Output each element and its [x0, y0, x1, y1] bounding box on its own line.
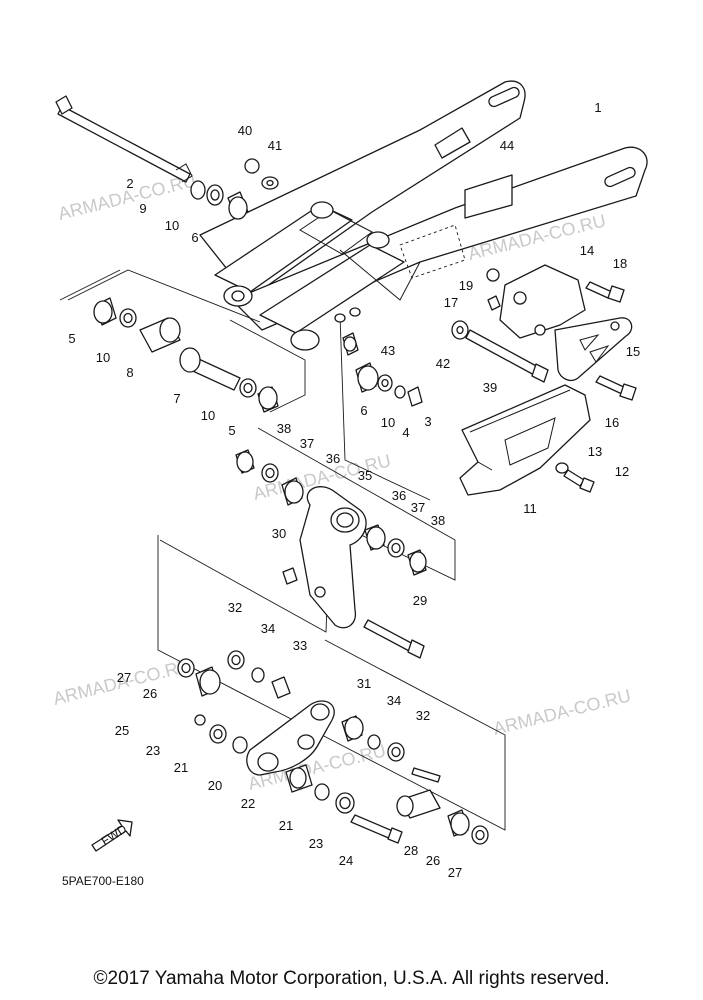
part-number-callout: 6 [360, 403, 367, 418]
part-number-callout: 28 [404, 843, 418, 858]
part-number-callout: 5 [68, 331, 75, 346]
part-number-callout: 36 [326, 451, 340, 466]
part-number-callout: 27 [448, 865, 462, 880]
part-number-callout: 29 [413, 593, 427, 608]
part-number-callout: 21 [279, 818, 293, 833]
part-number-callout: 17 [444, 295, 458, 310]
part-number-callout: 15 [626, 344, 640, 359]
part-number-callout: 1 [594, 100, 601, 115]
part-number-callout: 24 [339, 853, 353, 868]
fwd-arrow-icon: FWD [91, 819, 133, 852]
part-number-callout: 9 [139, 201, 146, 216]
bolt-39 [465, 329, 549, 383]
chain-guard [459, 384, 595, 496]
part-number-callout: 10 [381, 415, 395, 430]
part-number-callout: 34 [261, 621, 275, 636]
part-number-callout: 6 [191, 230, 198, 245]
part-number-callout: 40 [238, 123, 252, 138]
part-number-callout: 10 [96, 350, 110, 365]
watermark-text: ARMADA-CO.RU [491, 685, 633, 739]
part-number-callout: 23 [309, 836, 323, 851]
part-number-callout: 22 [241, 796, 255, 811]
part-number-callout: 16 [605, 415, 619, 430]
part-number-callout: 25 [115, 723, 129, 738]
part-number-callout: 32 [228, 600, 242, 615]
swingarm [199, 80, 648, 351]
part-number-callout: 8 [126, 365, 133, 380]
relay-arm [157, 535, 506, 845]
part-number-callout: 5 [228, 423, 235, 438]
part-number-callout: 7 [173, 391, 180, 406]
collar-set-left [190, 158, 279, 220]
part-number-callout: 27 [117, 670, 131, 685]
part-number-callout: 37 [411, 500, 425, 515]
chain-support-bracket [486, 264, 637, 401]
copyright-notice: ©2017 Yamaha Motor Corporation, U.S.A. A… [93, 968, 610, 989]
part-number-callout: 37 [300, 436, 314, 451]
part-number-callout: 35 [358, 468, 372, 483]
part-number-callout: 11 [523, 501, 537, 516]
part-number-callout: 38 [431, 513, 445, 528]
part-number-callout: 14 [580, 243, 594, 258]
part-number-callout: 32 [416, 708, 430, 723]
part-number-callout: 41 [268, 138, 282, 153]
part-number-callout: 2 [126, 176, 133, 191]
part-number-callout: 43 [381, 343, 395, 358]
part-number-callout: 34 [387, 693, 401, 708]
part-number-callout: 10 [201, 408, 215, 423]
part-number-callout: 36 [392, 488, 406, 503]
part-number-callout: 38 [277, 421, 291, 436]
part-number-callout: 31 [357, 676, 371, 691]
part-number-callout: 26 [143, 686, 157, 701]
part-number-callout: 20 [208, 778, 222, 793]
part-number-callout: 30 [272, 526, 286, 541]
pivot-shaft [55, 95, 193, 183]
relay-arm-mount-parts [334, 307, 469, 501]
part-number-callout: 10 [165, 218, 179, 233]
part-number-callout: 18 [613, 256, 627, 271]
part-number-callout: 19 [459, 278, 473, 293]
part-number-callout: 39 [483, 380, 497, 395]
part-number-callout: 12 [615, 464, 629, 479]
part-number-callout: 21 [174, 760, 188, 775]
diagram-code: 5PAE700-E180 [62, 874, 144, 888]
pivot-bushings [59, 269, 306, 413]
part-number-callout: 3 [424, 414, 431, 429]
part-number-callout: 44 [500, 138, 514, 153]
part-number-callout: 26 [426, 853, 440, 868]
connecting-rod [159, 427, 456, 659]
part-number-callout: 23 [146, 743, 160, 758]
part-number-callout: 33 [293, 638, 307, 653]
part-number-callout: 4 [402, 425, 409, 440]
part-number-callout: 42 [436, 356, 450, 371]
part-number-callout: 13 [588, 444, 602, 459]
